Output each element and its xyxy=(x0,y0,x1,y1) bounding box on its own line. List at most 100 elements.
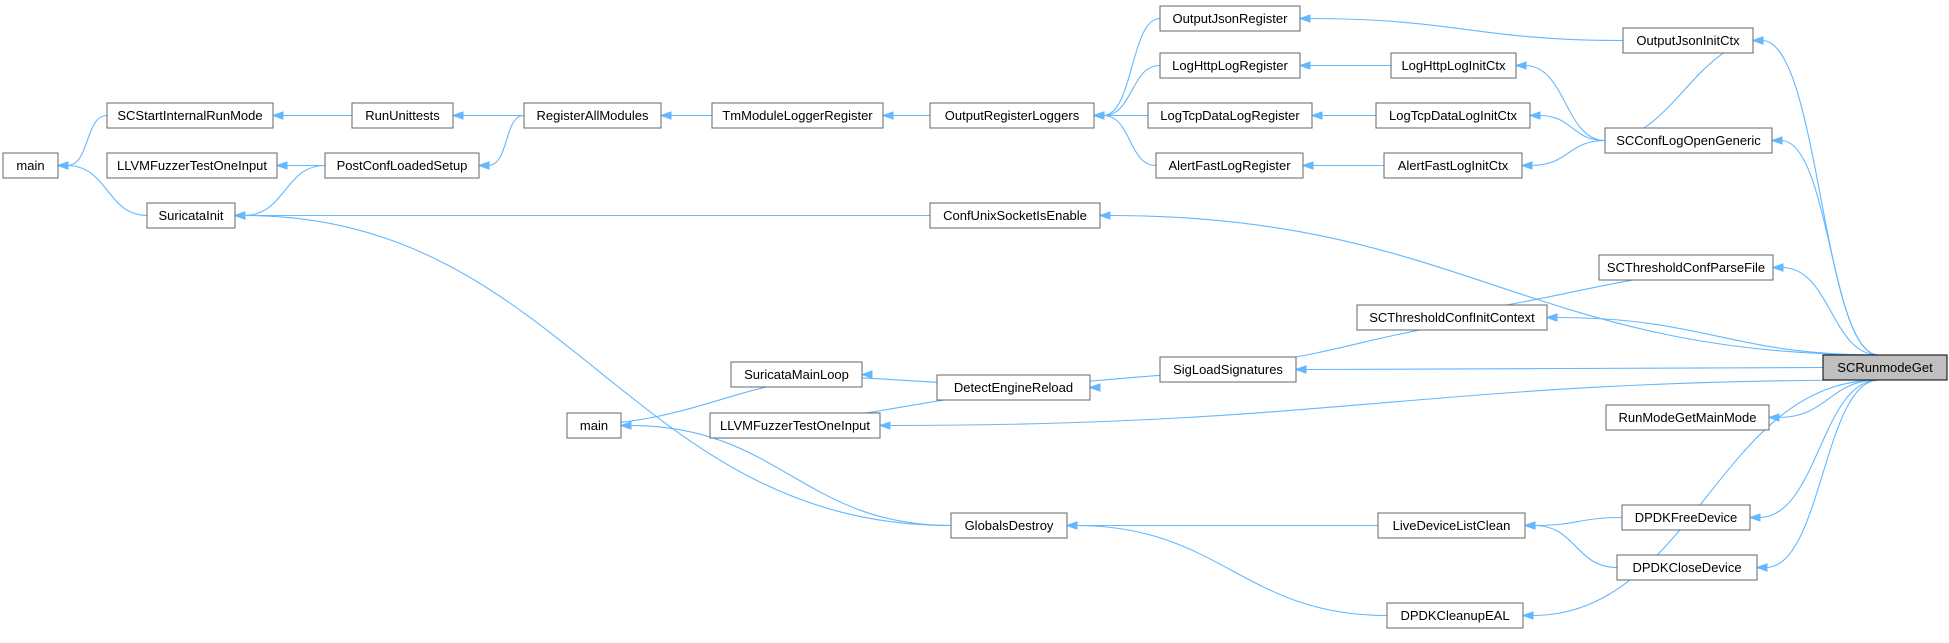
node-scrunmode[interactable]: SCRunmodeGet xyxy=(1822,354,1948,381)
node-box xyxy=(106,152,278,179)
node-box xyxy=(929,102,1095,129)
node-label: ConfUnixSocketIsEnable xyxy=(943,208,1087,223)
node-box xyxy=(1621,504,1751,531)
node-scstart[interactable]: SCStartInternalRunMode xyxy=(106,102,274,129)
node-confunix[interactable]: ConfUnixSocketIsEnable xyxy=(929,202,1101,229)
node-label: OutputJsonInitCtx xyxy=(1636,33,1740,48)
node-box xyxy=(1616,554,1758,581)
node-outputjsoninit[interactable]: OutputJsonInitCtx xyxy=(1622,27,1754,54)
edge-scconflog-to-loghttpinit xyxy=(1514,61,1606,142)
node-outputreg[interactable]: OutputRegisterLoggers xyxy=(929,102,1095,129)
node-label: LogTcpDataLogInitCtx xyxy=(1389,108,1517,123)
node-dpdkclose[interactable]: DPDKCloseDevice xyxy=(1616,554,1758,581)
node-alertfastinit[interactable]: AlertFastLogInitCtx xyxy=(1383,152,1523,179)
node-registerall[interactable]: RegisterAllModules xyxy=(523,102,662,129)
edge-scrunmode-to-schreshparse xyxy=(1771,263,1879,356)
node-tmmodule[interactable]: TmModuleLoggerRegister xyxy=(711,102,884,129)
node-label: PostConfLoadedSetup xyxy=(337,158,468,173)
node-alertfastreg[interactable]: AlertFastLogRegister xyxy=(1155,152,1304,179)
node-sigload[interactable]: SigLoadSignatures xyxy=(1159,356,1297,383)
node-logtcpreg[interactable]: LogTcpDataLogRegister xyxy=(1147,102,1313,129)
edge-scrunmode-to-dpdkcleanup xyxy=(1521,379,1879,620)
node-detectreload[interactable]: DetectEngineReload xyxy=(936,374,1091,401)
node-label: LiveDeviceListClean xyxy=(1393,518,1511,533)
node-box xyxy=(523,102,662,129)
edge-confunix-to-suricatainit xyxy=(233,211,930,220)
node-box xyxy=(2,152,59,179)
node-scconflog[interactable]: SCConfLogOpenGeneric xyxy=(1604,127,1773,154)
node-main1[interactable]: main xyxy=(2,152,59,179)
node-label: OutputRegisterLoggers xyxy=(945,108,1080,123)
node-dpdkfree[interactable]: DPDKFreeDevice xyxy=(1621,504,1751,531)
node-suricatainit[interactable]: SuricataInit xyxy=(146,202,236,229)
node-dpdkcleanup[interactable]: DPDKCleanupEAL xyxy=(1386,602,1524,629)
node-label: LLVMFuzzerTestOneInput xyxy=(720,418,870,433)
node-label: GlobalsDestroy xyxy=(965,518,1054,533)
node-label: OutputJsonRegister xyxy=(1173,11,1289,26)
node-box xyxy=(1375,102,1531,129)
node-postconf[interactable]: PostConfLoadedSetup xyxy=(324,152,480,179)
node-outputjsonreg[interactable]: OutputJsonRegister xyxy=(1159,5,1301,32)
edge-postconf-to-llvm1 xyxy=(275,161,325,170)
node-box xyxy=(1386,602,1524,629)
node-label: LogHttpLogRegister xyxy=(1172,58,1288,73)
node-box xyxy=(929,202,1101,229)
node-box xyxy=(1622,27,1754,54)
node-box xyxy=(351,102,454,129)
node-label: LLVMFuzzerTestOneInput xyxy=(117,158,267,173)
edge-registerall-to-postconf xyxy=(477,114,525,170)
node-box xyxy=(1598,254,1774,281)
node-schreshparse[interactable]: SCThresholdConfParseFile xyxy=(1598,254,1774,281)
edge-scrunmode-to-dpdkclose xyxy=(1755,379,1879,572)
node-box xyxy=(1159,5,1301,32)
node-livedevclean[interactable]: LiveDeviceListClean xyxy=(1377,512,1526,539)
edge-scrunmode-to-dpdkfree xyxy=(1748,379,1879,522)
node-box xyxy=(1390,52,1517,79)
node-label: SCConfLogOpenGeneric xyxy=(1616,133,1761,148)
node-main2[interactable]: main xyxy=(566,412,622,439)
node-box xyxy=(1159,356,1297,383)
nodes-layer: main SCStartInternalRunModeLLVMFuzzerTest… xyxy=(2,5,1948,629)
node-llvm1[interactable]: LLVMFuzzerTestOneInput xyxy=(106,152,278,179)
node-box xyxy=(1377,512,1526,539)
node-llvm2[interactable]: LLVMFuzzerTestOneInput xyxy=(709,412,881,439)
node-label: SCThresholdConfParseFile xyxy=(1607,260,1765,275)
node-label: SuricataInit xyxy=(158,208,223,223)
edge-scconflog-to-alertfastinit xyxy=(1520,139,1606,170)
edge-outputreg-to-tmmodule xyxy=(881,111,930,120)
node-label: RunUnittests xyxy=(365,108,440,123)
node-label: SCStartInternalRunMode xyxy=(117,108,262,123)
edge-scstart-to-main1 xyxy=(56,114,108,170)
node-globalsdestroy[interactable]: GlobalsDestroy xyxy=(950,512,1068,539)
node-box xyxy=(950,512,1068,539)
edge-scrunmode-to-confunix xyxy=(1098,211,1879,356)
node-label: TmModuleLoggerRegister xyxy=(722,108,873,123)
edge-outputjsoninit-to-outputjsonreg xyxy=(1298,14,1624,42)
node-label: SCRunmodeGet xyxy=(1837,360,1933,375)
node-runmodemain[interactable]: RunModeGetMainMode xyxy=(1605,404,1770,431)
node-label: SCThresholdConfInitContext xyxy=(1369,310,1535,325)
node-label: LogTcpDataLogRegister xyxy=(1160,108,1300,123)
node-box xyxy=(566,412,622,439)
node-label: DetectEngineReload xyxy=(954,380,1073,395)
node-label: AlertFastLogInitCtx xyxy=(1398,158,1509,173)
edge-scrunmode-to-sigload xyxy=(1294,365,1824,374)
node-box xyxy=(1605,404,1770,431)
node-loghttpreg[interactable]: LogHttpLogRegister xyxy=(1159,52,1301,79)
node-box xyxy=(146,202,236,229)
edge-suricatainit-to-main1 xyxy=(56,161,148,217)
edge-logtcpinit-to-logtcpreg xyxy=(1310,111,1376,120)
node-label: main xyxy=(580,418,608,433)
edge-scrunmode-to-llvm2 xyxy=(878,379,1879,430)
node-box xyxy=(730,361,863,388)
edge-tmmodule-to-registerall xyxy=(659,111,712,120)
node-schreshinit[interactable]: SCThresholdConfInitContext xyxy=(1356,304,1548,331)
node-loghttpinit[interactable]: LogHttpLogInitCtx xyxy=(1390,52,1517,79)
node-logtcpinit[interactable]: LogTcpDataLogInitCtx xyxy=(1375,102,1531,129)
edge-scrunmode-to-schreshinit xyxy=(1545,313,1879,356)
edge-registerall-to-rununit xyxy=(451,111,524,120)
node-suricatamain[interactable]: SuricataMainLoop xyxy=(730,361,863,388)
node-label: AlertFastLogRegister xyxy=(1168,158,1291,173)
node-rununit[interactable]: RunUnittests xyxy=(351,102,454,129)
